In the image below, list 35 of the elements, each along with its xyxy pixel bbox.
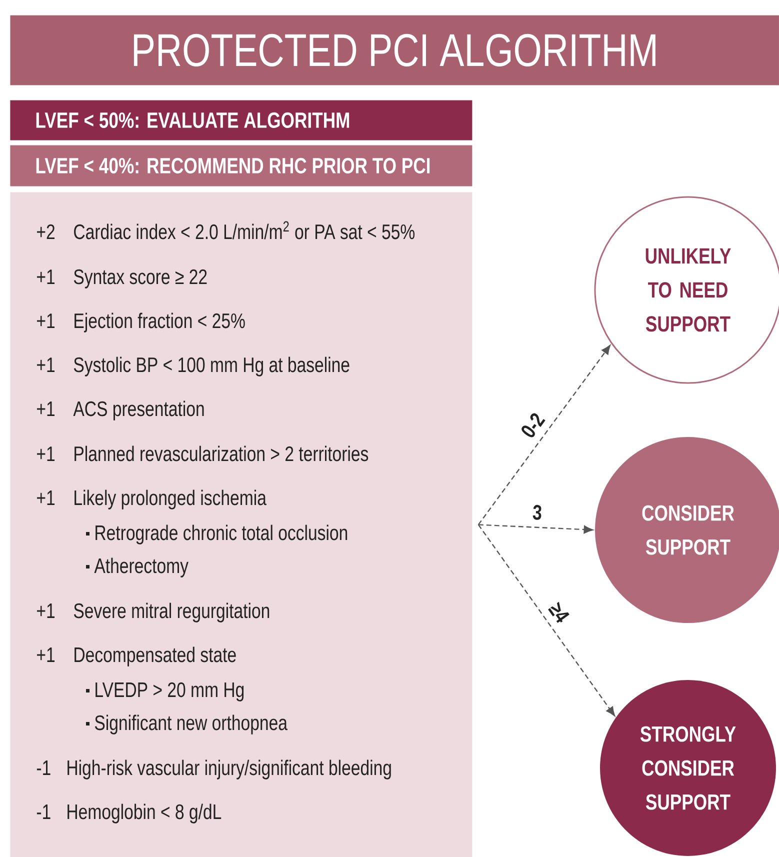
criterion: Syntax score ≥ 22 (74, 269, 207, 288)
criterion: Planned revascularization > 2 territories (74, 446, 368, 462)
score: +1 (37, 358, 55, 372)
criterion: ACS presentation (73, 400, 204, 420)
sub-criterion: LVEDP > 20 mm Hg (96, 682, 244, 702)
arrow (478, 524, 594, 534)
criterion: Ejection fraction < 25% (74, 312, 245, 332)
score: +2 (37, 224, 54, 239)
edge-label: 0-2 (522, 413, 546, 438)
header-band: LVEF < 50%: EVALUATE ALGORITHM (10, 100, 472, 140)
criterion: Decompensated state (74, 646, 236, 666)
score: +1 (37, 402, 55, 416)
sub-criterion: Significant new orthopnea (94, 714, 288, 734)
criterion: Cardiac index < 2.0 L/min/m$^{2}$ or PA sat < 55% (74, 221, 415, 240)
edge-label: ≥4 (548, 602, 570, 623)
score: +1 (37, 490, 55, 505)
score: +1 (37, 648, 55, 662)
sub-criterion: Atherectomy (94, 558, 188, 578)
criterion: High-risk vascular injury/significant bleeding (68, 760, 391, 780)
arrow (478, 524, 616, 716)
criterion: Severe mitral regurgitation (74, 602, 270, 622)
score: +1 (37, 604, 55, 618)
edge-label: 3 (532, 504, 542, 520)
score: +1 (37, 270, 55, 284)
score: -1 (36, 760, 50, 775)
score: +1 (37, 446, 55, 461)
score: +1 (37, 314, 55, 328)
header-band: LVEF < 40%: RECOMMEND RHC PRIOR TO PCI (10, 145, 472, 186)
arrow (478, 345, 610, 526)
criterion: Likely prolonged ischemia (74, 490, 266, 510)
title-banner: PROTECTED PCI ALGORITHM (10, 15, 779, 86)
sub-criterion: Retrograde chronic total occlusion (96, 524, 348, 544)
criterion: Hemoglobin < 8 g/dL (68, 804, 222, 824)
score: -1 (36, 804, 50, 819)
criterion: Systolic BP < 100 mm Hg at baseline (74, 356, 350, 376)
